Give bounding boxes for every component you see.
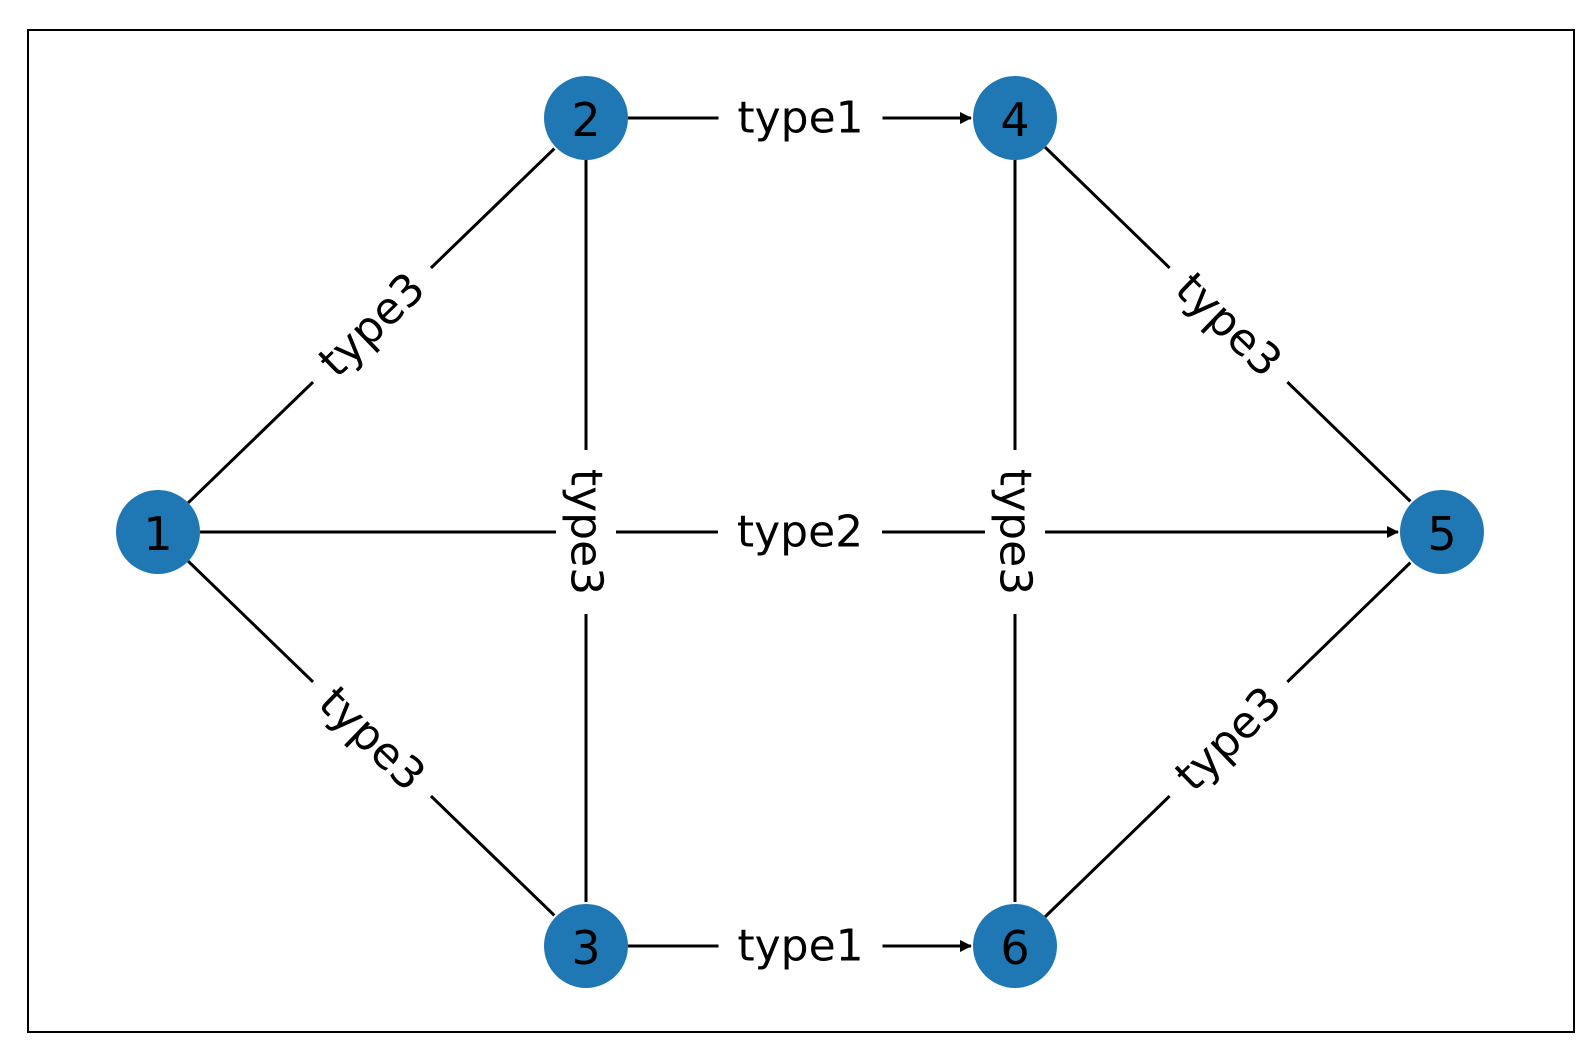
edge-label-background bbox=[718, 502, 882, 562]
edge-label-text: type3 bbox=[309, 263, 435, 387]
edge-label-background bbox=[985, 450, 1045, 614]
edges-layer bbox=[187, 112, 1412, 952]
edge-label-2-4: type1 bbox=[718, 88, 883, 148]
edge-label-text: type2 bbox=[737, 507, 863, 558]
edge-label-background bbox=[1148, 660, 1309, 818]
node-label: 3 bbox=[571, 921, 600, 975]
edge-label-text: type3 bbox=[1165, 677, 1291, 802]
nodes-layer: 1 2 3 4 5 6 bbox=[116, 76, 1484, 988]
node-circle bbox=[544, 76, 628, 160]
edge-label-background bbox=[292, 246, 452, 404]
edge-label-4-6: type3 bbox=[985, 450, 1045, 614]
node-label: 5 bbox=[1427, 507, 1456, 561]
edge-label-text: type3 bbox=[1165, 263, 1291, 388]
node-5: 5 bbox=[1400, 490, 1484, 574]
edge-label-1-3: type3 bbox=[292, 660, 452, 818]
node-6: 6 bbox=[973, 904, 1057, 988]
edge-label-2-3: type3 bbox=[556, 450, 616, 614]
edge-label-1-2: type3 bbox=[292, 246, 452, 404]
node-4: 4 bbox=[973, 76, 1057, 160]
edge-label-background bbox=[718, 88, 883, 148]
edge-label-text: type1 bbox=[737, 921, 863, 972]
node-circle bbox=[544, 904, 628, 988]
edge-label-background bbox=[718, 916, 883, 976]
edge-label-background bbox=[292, 660, 452, 818]
node-3: 3 bbox=[544, 904, 628, 988]
node-1: 1 bbox=[116, 490, 200, 574]
node-label: 2 bbox=[571, 93, 600, 147]
edge-label-3-6: type1 bbox=[718, 916, 883, 976]
edge-label-1-5: type2 bbox=[718, 502, 882, 562]
edge-label-6-5: type3 bbox=[1148, 660, 1309, 818]
edge-label-4-5: type3 bbox=[1148, 246, 1309, 404]
plot-frame bbox=[27, 29, 1575, 1033]
node-circle bbox=[1400, 490, 1484, 574]
edge-label-text: type3 bbox=[990, 469, 1041, 595]
node-2: 2 bbox=[544, 76, 628, 160]
node-circle bbox=[973, 76, 1057, 160]
edge-label-text: type1 bbox=[737, 93, 863, 144]
edge-label-background bbox=[1148, 246, 1309, 404]
node-label: 6 bbox=[1000, 921, 1029, 975]
node-circle bbox=[973, 904, 1057, 988]
node-circle bbox=[116, 490, 200, 574]
node-label: 1 bbox=[143, 507, 172, 561]
edge-label-text: type3 bbox=[309, 677, 435, 801]
node-label: 4 bbox=[1000, 93, 1029, 147]
edge-label-text: type3 bbox=[561, 469, 612, 595]
edge-label-background bbox=[556, 450, 616, 614]
